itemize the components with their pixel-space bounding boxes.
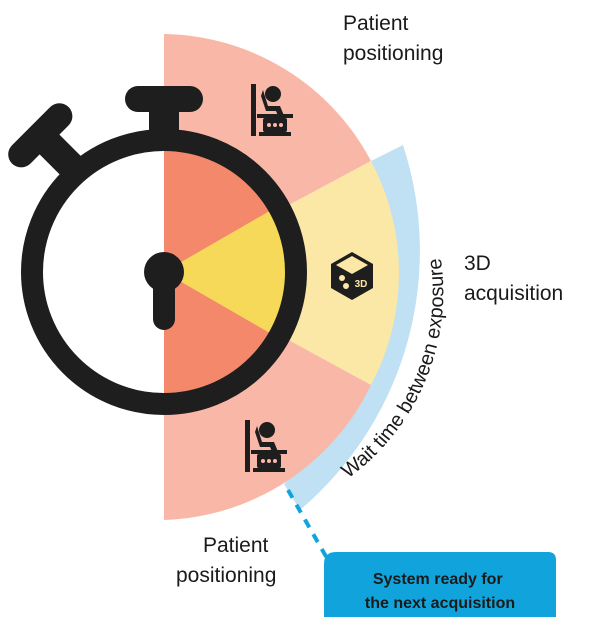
patient-positioning-bottom-label: Patient positioning <box>176 534 276 587</box>
patient-positioning-icon <box>245 420 287 472</box>
system-ready-text: System ready for the next acquisition <box>365 571 515 612</box>
patient-positioning-icon <box>251 84 293 136</box>
system-ready-callout: System ready for the next acquisition <box>324 552 556 617</box>
cube-3d-text: 3D <box>355 279 368 290</box>
stopwatch-icon <box>8 86 307 415</box>
cube-3d-icon: 3D <box>331 252 373 300</box>
inner-sector-acquisition <box>164 208 292 336</box>
dashed-connector <box>286 489 330 561</box>
3d-acquisition-label: 3D acquisition <box>464 252 563 305</box>
patient-positioning-top-label: Patient positioning <box>343 12 443 65</box>
inner-sector-bottom <box>164 272 275 404</box>
inner-sector-top <box>164 140 275 272</box>
